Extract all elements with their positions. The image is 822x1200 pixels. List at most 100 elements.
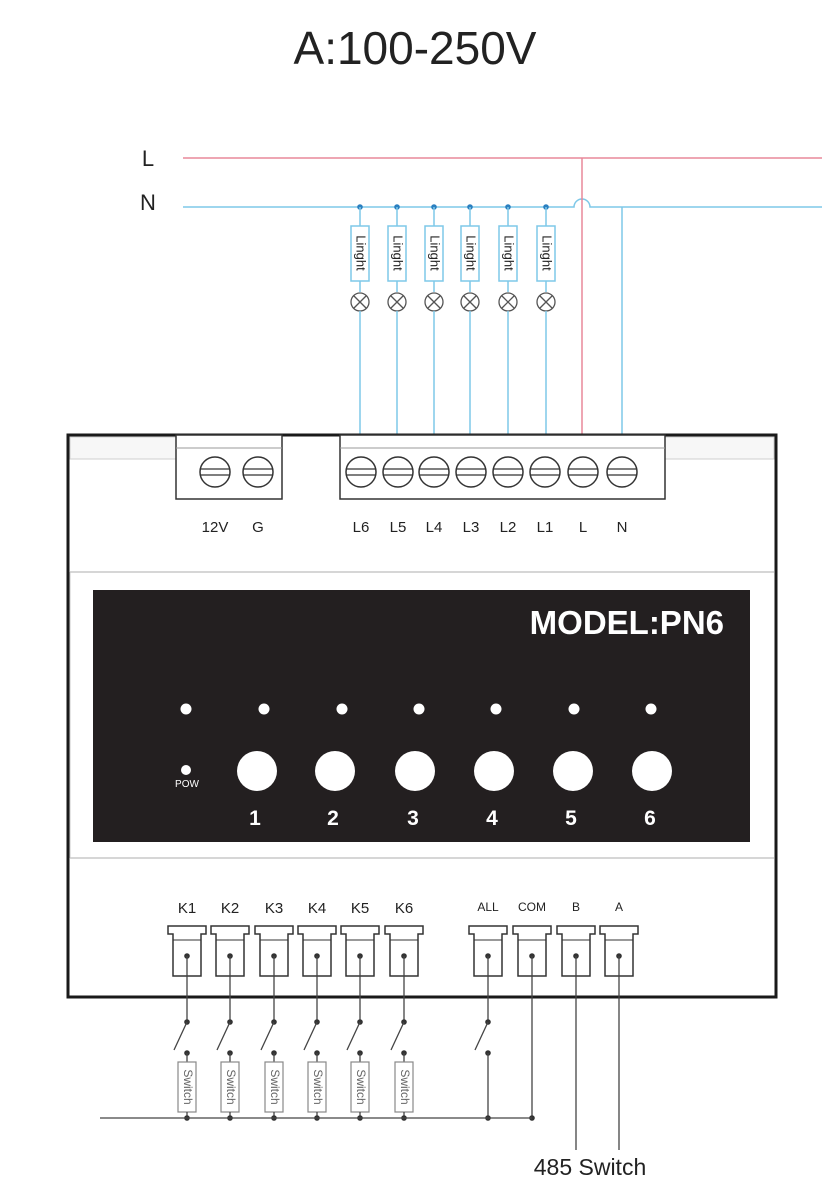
switch-contact-icon: [303, 1021, 318, 1051]
channel-number: 2: [327, 807, 339, 830]
switch-contact-icon: [346, 1021, 361, 1051]
channel-button-5[interactable]: [553, 751, 593, 791]
key-terminal-label: K4: [308, 900, 326, 917]
channel-number: 4: [486, 807, 498, 830]
output-terminal-screw: [382, 456, 414, 488]
output-terminal-label: L1: [537, 519, 554, 536]
key-terminal-label: K3: [265, 900, 283, 917]
bus-terminal-2: [512, 925, 552, 977]
switch-label: Switch: [181, 1069, 195, 1104]
power-terminal-label: 12V: [202, 519, 229, 536]
output-terminal-label: L5: [390, 519, 407, 536]
switch-2: Switch: [216, 956, 240, 1121]
output-terminal-screw: [529, 456, 561, 488]
channel-led: [413, 703, 425, 715]
channel-number: 6: [644, 807, 656, 830]
top-module-recess-right: [664, 436, 775, 460]
output-terminal-labels: L6 L5 L4 L3 L2 L1 L N: [353, 519, 628, 536]
power-indicator-label: POW: [175, 779, 199, 790]
output-terminal-label: L4: [426, 519, 443, 536]
light-2: Linght: [387, 204, 407, 460]
panel-controls: 1 2 3 4 5 6: [180, 703, 672, 830]
switch-1: Switch: [173, 956, 197, 1121]
switch-5: Switch: [346, 956, 370, 1121]
key-terminal-label: K2: [221, 900, 239, 917]
output-terminal-label: N: [617, 519, 628, 536]
channel-number: 5: [565, 807, 577, 830]
bus-terminal-1: [468, 925, 508, 977]
output-terminal-label: L3: [463, 519, 480, 536]
neutral-wire: [183, 198, 822, 208]
key-terminal-3: [254, 925, 294, 977]
light-label: Linght: [540, 235, 555, 271]
model-label: MODEL:PN6: [530, 604, 724, 641]
channel-number: 3: [407, 807, 419, 830]
power-terminal-screws: [199, 456, 274, 488]
output-terminal-label: L2: [500, 519, 517, 536]
power-terminal-label: G: [252, 519, 264, 536]
bus-terminal-4: [599, 925, 639, 977]
switch-contact-icon: [260, 1021, 275, 1051]
channel-button-2[interactable]: [315, 751, 355, 791]
switch-contact-icon: [173, 1021, 188, 1051]
line-label: L: [142, 146, 154, 171]
channel-led: [258, 703, 270, 715]
light-label: Linght: [354, 235, 369, 271]
output-terminal-screw: [606, 456, 638, 488]
light-4: Linght: [460, 204, 480, 460]
supply-voltage-title: A:100-250V: [294, 22, 537, 74]
key-terminal-label: K1: [178, 900, 196, 917]
channel-led: [490, 703, 502, 715]
output-terminal-screws: [345, 456, 638, 488]
output-terminal-screw: [492, 456, 524, 488]
switch-contact-icon: [390, 1021, 405, 1051]
channel-button-1[interactable]: [237, 751, 277, 791]
light-3: Linght: [424, 204, 444, 460]
switch-label: Switch: [268, 1069, 282, 1104]
light-1: Linght: [350, 204, 370, 460]
switch-label: Switch: [354, 1069, 368, 1104]
mains-wires: [183, 157, 822, 460]
status-led: [180, 703, 192, 715]
output-terminal-screw: [455, 456, 487, 488]
output-terminal-label: L6: [353, 519, 370, 536]
key-terminal-5: [340, 925, 380, 977]
switch-6: Switch: [390, 956, 414, 1121]
switch-contact-icon: [216, 1021, 231, 1051]
power-terminal-screw: [242, 456, 274, 488]
bus-terminal-label: B: [572, 900, 580, 914]
power-terminal-labels: 12V G: [202, 519, 264, 536]
key-terminal-4: [297, 925, 337, 977]
light-5: Linght: [498, 204, 518, 460]
light-label: Linght: [391, 235, 406, 271]
light-loads: Linght Linght Linght Linght Linght Linght: [350, 204, 556, 460]
channel-button-6[interactable]: [632, 751, 672, 791]
control-panel: [93, 590, 750, 842]
channel-button-3[interactable]: [395, 751, 435, 791]
power-terminal-screw: [199, 456, 231, 488]
channel-led: [336, 703, 348, 715]
output-terminal-screw: [567, 456, 599, 488]
bus-switch-label: 485 Switch: [534, 1154, 647, 1180]
bus-terminal-label: ALL: [477, 900, 499, 914]
channel-led: [568, 703, 580, 715]
output-terminal-screw: [345, 456, 377, 488]
channel-number: 1: [249, 807, 261, 830]
light-6: Linght: [536, 204, 556, 460]
light-label: Linght: [464, 235, 479, 271]
output-terminal-screw: [418, 456, 450, 488]
key-terminal-6: [384, 925, 424, 977]
key-terminal-label: K6: [395, 900, 413, 917]
light-label: Linght: [502, 235, 517, 271]
channel-button-4[interactable]: [474, 751, 514, 791]
switch-label: Switch: [398, 1069, 412, 1104]
output-terminal-label: L: [579, 519, 587, 536]
key-terminal-label: K5: [351, 900, 369, 917]
channel-led: [645, 703, 657, 715]
top-module-recess-left: [69, 436, 177, 460]
light-label: Linght: [428, 235, 443, 271]
power-indicator-led: [181, 765, 191, 775]
